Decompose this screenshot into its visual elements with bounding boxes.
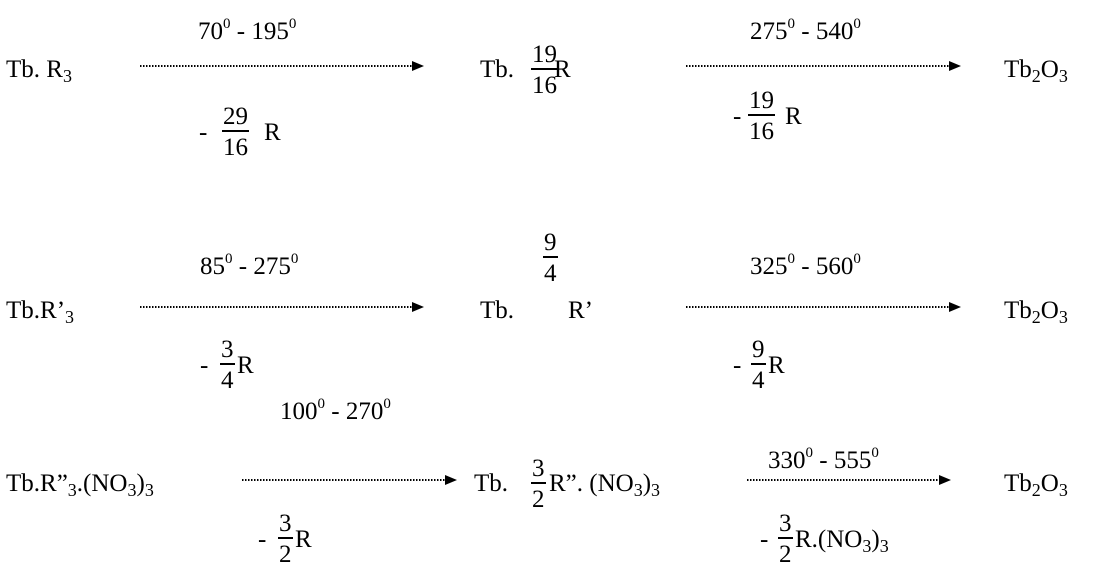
dotted-arrow: [242, 475, 457, 485]
loss-minus: -: [733, 352, 742, 379]
temperature-range: 2750 - 5400: [750, 16, 861, 45]
product-compound: Tb2O3: [1004, 56, 1068, 86]
temperature-range: 3250 - 5600: [750, 251, 861, 280]
start-compound: Tb.R”3.(NO3)3: [6, 470, 154, 500]
loss-minus: -: [258, 526, 267, 553]
loss-minus: -: [200, 352, 209, 379]
intermediate-species: R”. (NO3)3: [549, 470, 661, 500]
intermediate-prefix: Tb.: [474, 470, 509, 497]
intermediate-fraction: 3 2: [531, 455, 546, 513]
dotted-arrow: [686, 61, 961, 71]
dotted-arrow: [747, 475, 951, 485]
intermediate-prefix: Tb.: [480, 297, 515, 324]
product-compound: Tb2O3: [1004, 470, 1068, 500]
intermediate-prefix: Tb.: [480, 56, 515, 83]
loss-minus: -: [733, 103, 742, 130]
dotted-arrow: [140, 302, 424, 312]
temperature-range: 1000 - 2700: [280, 396, 391, 425]
intermediate-species: R’: [568, 297, 593, 324]
loss-species: R: [237, 352, 254, 379]
dotted-arrow: [140, 61, 424, 71]
temperature-range: 850 - 2750: [200, 251, 299, 280]
loss-fraction: 3 2: [778, 510, 793, 568]
temperature-range: 3300 - 5550: [768, 445, 879, 474]
start-compound: Tb. R3: [6, 56, 72, 86]
loss-species: R: [768, 352, 785, 379]
loss-fraction: 19 16: [748, 87, 775, 145]
loss-minus: -: [760, 526, 769, 553]
loss-species: R: [264, 119, 281, 146]
product-compound: Tb2O3: [1004, 297, 1068, 327]
loss-species: R: [785, 103, 802, 130]
loss-fraction: 9 4: [751, 336, 766, 394]
intermediate-species: R: [554, 56, 571, 83]
loss-fraction: 3 2: [278, 510, 293, 568]
intermediate-fraction: 19 16: [531, 41, 558, 99]
loss-species: R.(NO3)3: [795, 526, 889, 556]
loss-species: R: [295, 526, 312, 553]
dotted-arrow: [686, 302, 961, 312]
start-compound: Tb.R’3: [6, 297, 75, 327]
temperature-range: 700 - 1950: [198, 16, 297, 45]
loss-fraction: 29 16: [222, 103, 249, 161]
intermediate-fraction: 9 4: [543, 229, 558, 287]
loss-minus: -: [199, 119, 208, 146]
loss-fraction: 3 4: [220, 336, 235, 394]
